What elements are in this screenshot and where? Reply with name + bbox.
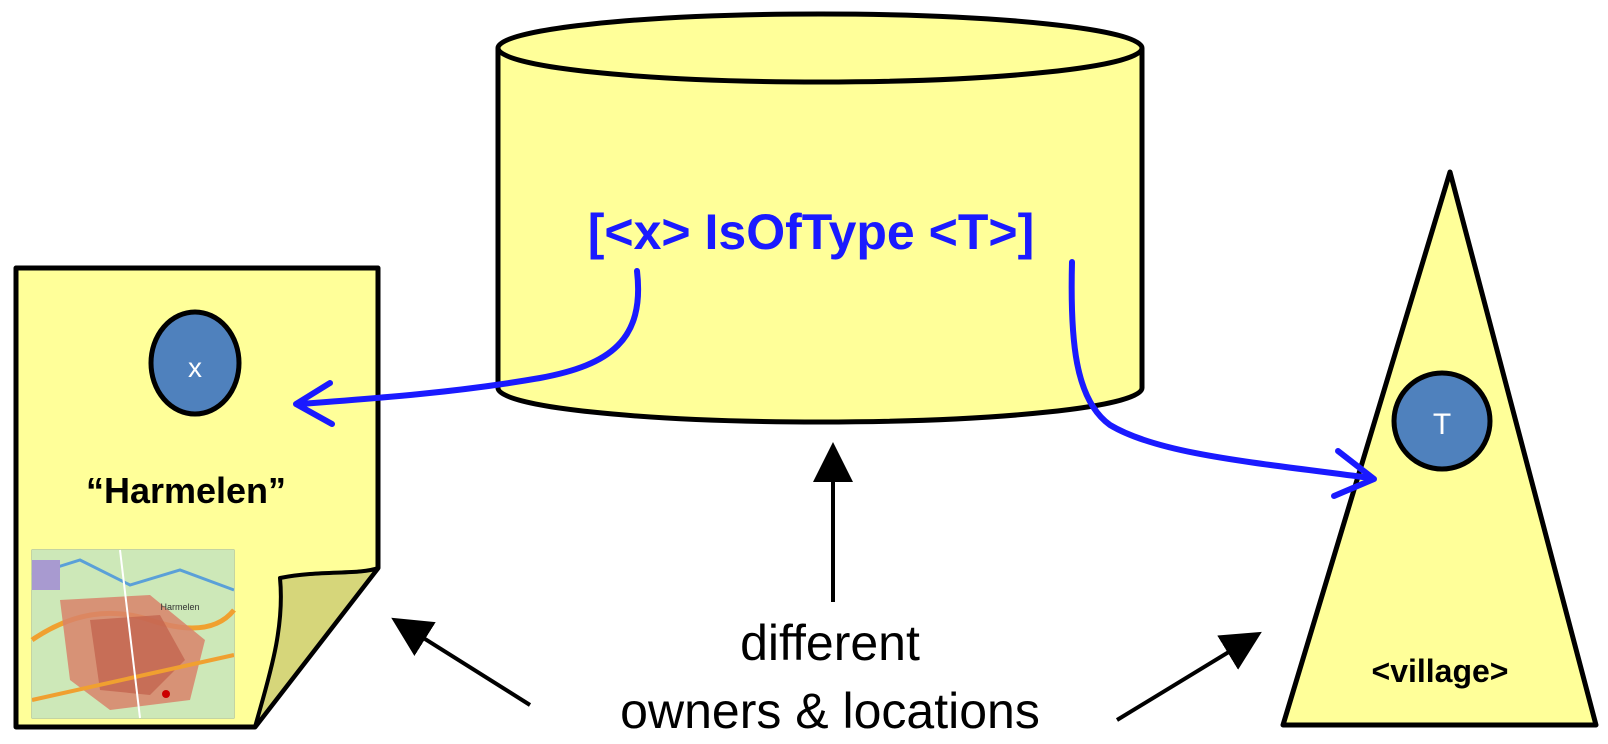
caption-line-2: owners & locations [620, 683, 1040, 739]
arrow-to-t [1068, 259, 1377, 499]
caption-line-1: different [740, 615, 920, 671]
document-title: “Harmelen” [86, 470, 286, 511]
node-t: T [1391, 370, 1493, 472]
node-x-label: x [188, 352, 202, 383]
node-x: x [148, 309, 242, 417]
map-place-label: Harmelen [160, 602, 199, 612]
node-t-label: T [1433, 408, 1451, 441]
triple-statement: [<x> IsOfType <T>] [588, 204, 1034, 260]
database-cylinder [495, 11, 1145, 425]
arrow-to-x [293, 268, 642, 427]
class-label: <village> [1372, 653, 1509, 689]
arrow-to-triangle [1115, 631, 1262, 722]
harmelen-map-image: Harmelen [30, 549, 236, 719]
folded-corner [253, 566, 380, 729]
arrow-to-document [391, 617, 532, 707]
